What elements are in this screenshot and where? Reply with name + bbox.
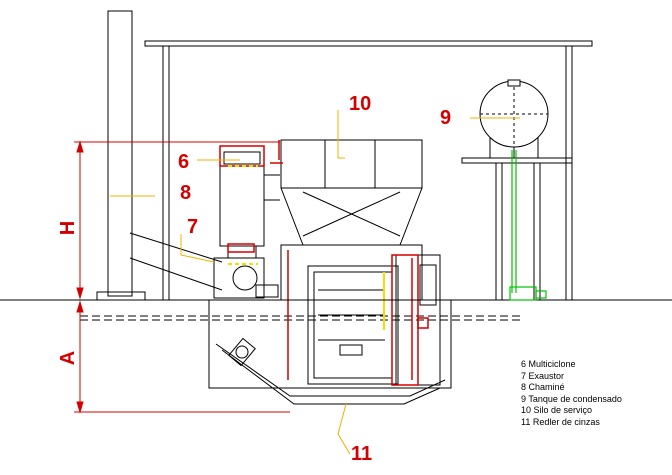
service-silo: [280, 139, 423, 301]
exhaust-fan: [213, 257, 279, 299]
leader-lines: [110, 110, 520, 455]
legend-item: 9 Tanque de condensado: [521, 393, 622, 404]
legend-item: 7 Exaustor: [521, 370, 565, 381]
legend-item: 8 Chaminé: [521, 382, 565, 392]
legend-item: 11 Redler de cinzas: [521, 416, 600, 427]
legend-item: 6 Multiciclone: [521, 359, 576, 369]
legend-item: 10 Silo de serviço: [521, 405, 593, 415]
dimension-h: [74, 140, 280, 300]
condensate-tank: [479, 79, 549, 159]
roof-structure: [144, 40, 593, 300]
dimension-a-label: A: [57, 351, 79, 365]
chimney: [96, 10, 223, 301]
callout-10: 10: [349, 93, 371, 115]
condensate-tank-platform: [461, 157, 573, 300]
multicyclone-outline: [219, 140, 283, 253]
callout-6: 6: [178, 151, 189, 173]
ash-system-outline: [287, 250, 429, 386]
ash-pit: [208, 299, 452, 405]
condensate-pipe: [509, 150, 547, 301]
dimension-h-label: H: [57, 221, 79, 235]
callout-9: 9: [440, 107, 451, 129]
callout-8: 8: [180, 182, 191, 204]
callout-11: 11: [351, 443, 372, 465]
callout-7: 7: [187, 216, 198, 238]
legend: 6 Multiciclone 7 Exaustor 8 Chaminé 9 Ta…: [521, 359, 671, 428]
dimension-a: [74, 300, 290, 414]
exhaust-fan-highlight: [228, 165, 258, 265]
